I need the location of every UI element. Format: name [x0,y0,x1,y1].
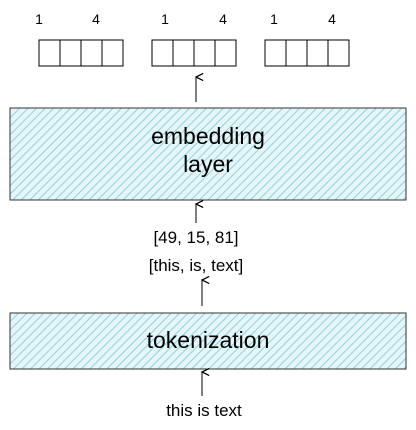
vector-3-index-start: 1 [270,11,278,27]
embedding-vector-3: 1 4 [264,11,350,67]
vector-2-index-start: 1 [161,11,169,27]
token-ids-text: [49, 15, 81] [153,228,238,247]
vector-3-index-end: 4 [328,11,336,27]
embedding-layer-box: embedding layer [9,107,407,201]
embedding-layer-label-line2: layer [183,151,233,177]
input-text: this is text [166,401,242,420]
tokens-text: [this, is, text] [149,256,243,275]
embedding-layer-label-line1: embedding [151,123,265,149]
vector-2-index-end: 4 [219,11,227,27]
embedding-vector-1: 1 4 [35,11,124,67]
vector-1-index-end: 4 [92,11,100,27]
embedding-layer-rect [9,107,407,201]
vector-1-index-start: 1 [35,11,43,27]
tokenization-box: tokenization [9,312,407,370]
embedding-vector-2: 1 4 [151,11,237,67]
tokenization-label: tokenization [147,327,270,353]
